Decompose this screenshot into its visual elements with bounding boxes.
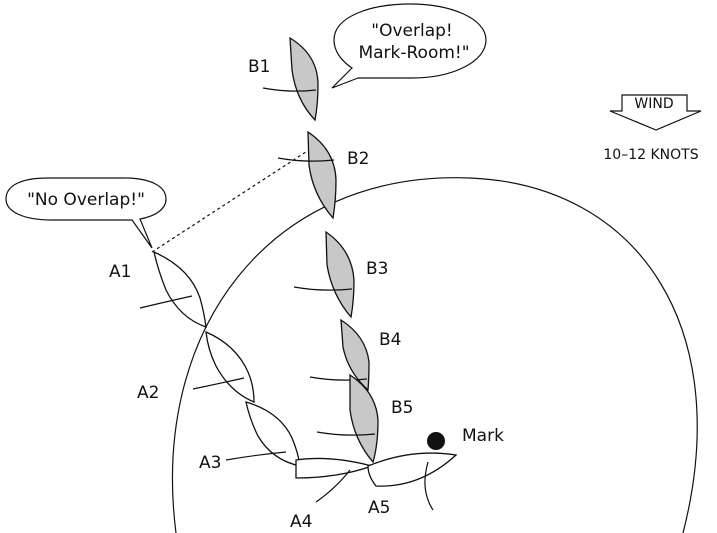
label-b5: B5 (391, 398, 413, 418)
label-a1: A1 (109, 262, 131, 282)
zone-circle (171, 177, 698, 533)
label-a3: A3 (199, 453, 221, 473)
label-a2: A2 (137, 383, 159, 403)
mark-buoy (427, 432, 445, 450)
boat-b4 (309, 318, 370, 392)
speech-text-b1: "Overlap! (371, 21, 452, 41)
speech-text-a: "No Overlap!" (27, 190, 145, 210)
wind-arrow-icon (609, 94, 702, 131)
label-b1: B1 (248, 57, 270, 77)
overlap-line (151, 147, 313, 253)
boat-b5 (316, 373, 379, 464)
label-a4: A4 (290, 512, 312, 532)
boat-a4 (295, 457, 375, 503)
speech-text-b2: Mark-Room!" (358, 43, 469, 63)
boat-a1 (139, 250, 207, 328)
boat-b1 (262, 36, 319, 122)
boat-a2 (192, 330, 255, 403)
label-a5: A5 (368, 498, 390, 518)
boat-a3 (225, 401, 301, 467)
label-b4: B4 (379, 330, 401, 350)
speech-bubble-b: "Overlap! Mark-Room!" (331, 3, 487, 89)
boat-b3 (293, 230, 355, 319)
label-b3: B3 (366, 259, 388, 279)
wind-speed: 10–12 KNOTS (603, 147, 698, 163)
boat-b2 (277, 130, 337, 220)
label-b2: B2 (347, 149, 369, 169)
boat-a5 (367, 452, 458, 511)
wind-label: WIND (634, 96, 673, 112)
mark-label: Mark (462, 426, 504, 446)
wind-indicator: WIND 10–12 KNOTS (603, 94, 702, 163)
speech-bubble-a: "No Overlap!" (5, 177, 167, 249)
